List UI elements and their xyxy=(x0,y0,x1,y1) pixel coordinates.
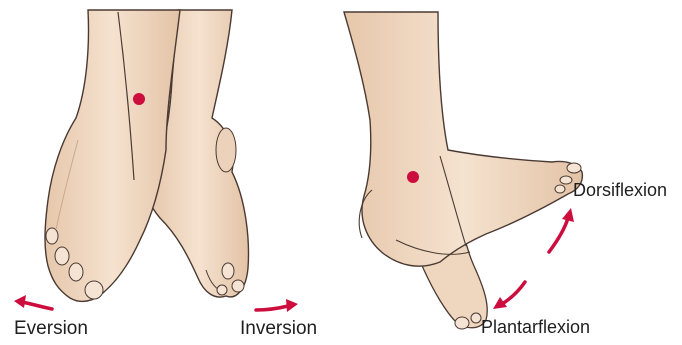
dorsiflexion-arrow-icon xyxy=(549,208,574,252)
inversion-arrow-icon xyxy=(256,299,298,312)
plantarflexion-arrow-icon xyxy=(493,282,525,309)
dorsiflexed-foot xyxy=(344,12,582,266)
eversion-foot xyxy=(45,10,180,301)
plantarflexion-label: Plantarflexion xyxy=(481,317,590,338)
dorsiflexion-label: Dorsiflexion xyxy=(573,180,667,201)
eversion-arrow-icon xyxy=(14,295,52,309)
ankle-joint-marker-right xyxy=(407,171,419,183)
eversion-label: Eversion xyxy=(14,318,88,340)
inversion-label: Inversion xyxy=(240,318,317,340)
ankle-joint-marker-left xyxy=(133,93,145,105)
